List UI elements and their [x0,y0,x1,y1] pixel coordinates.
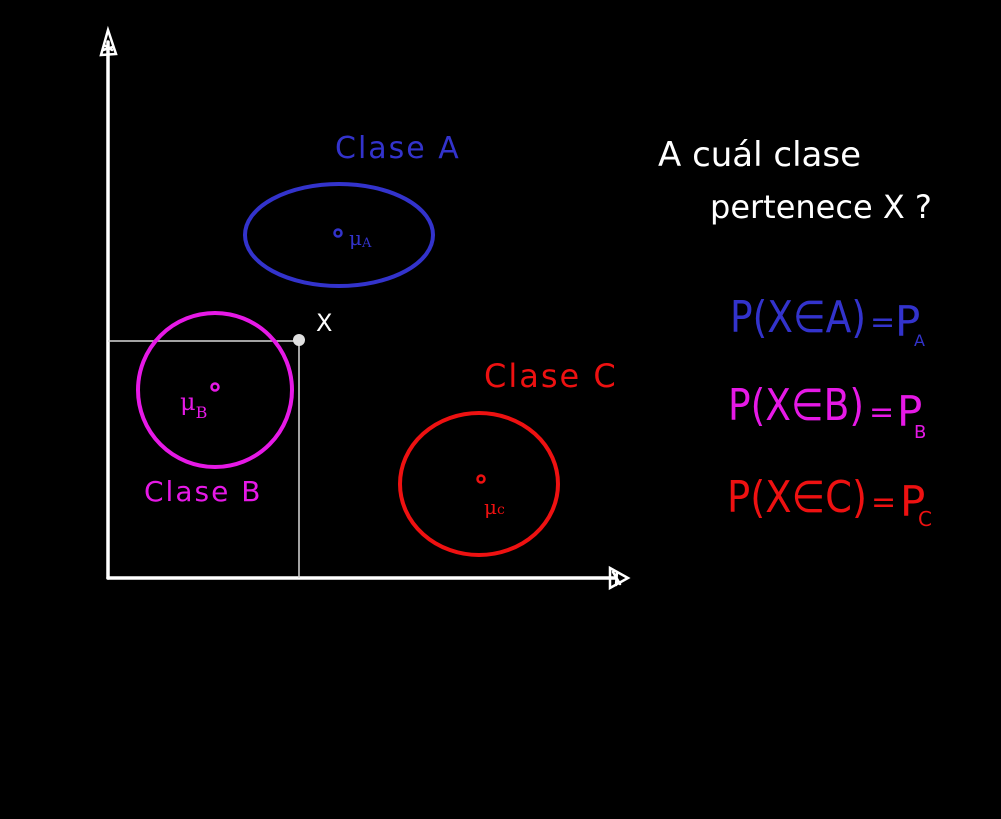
equation-a-equals: = [870,305,895,340]
class-b-mean-dot [210,382,220,392]
mu-a-subscript: A [361,236,372,251]
class-b-circle [136,311,294,469]
class-a-mean-dot [333,228,343,238]
class-c-label: Clase C [484,357,618,395]
class-a-group: μA Clase A [243,131,461,288]
mu-c-subscript: c [497,502,505,518]
equation-a-lhs: P(X∈A) [730,292,866,343]
class-a-mean-label: μA [349,226,372,251]
mu-a-symbol: μ [349,226,362,250]
class-c-ellipse [398,411,560,557]
class-c-mean-label: μc [484,495,505,519]
x-axis-arrow-icon [608,565,631,591]
y-axis-arrow-icon [99,25,118,57]
equation-b-subscript: B [914,422,926,443]
mu-c-symbol: μ [484,495,497,519]
equation-c: P(X∈C) = P C [727,472,932,531]
equation-a: P(X∈A) = P A [730,292,925,350]
class-b-group: μB Clase B [136,311,294,508]
mu-b-subscript: B [196,403,208,422]
class-c-mean-dot [476,474,486,484]
class-b-mean-label: μB [180,388,207,422]
question-line-1: A cuál clase [658,135,861,175]
equation-b-rhs: P [897,387,922,436]
equation-b-lhs: P(X∈B) [728,380,864,431]
point-x-guides [108,340,300,578]
equation-c-equals: = [871,485,896,520]
class-b-label: Clase B [144,475,262,508]
equation-b-equals: = [869,395,894,430]
equation-c-lhs: P(X∈C) [727,472,867,523]
mu-b-symbol: μ [180,388,196,416]
class-a-ellipse [243,182,435,288]
class-c-group: μc Clase C [398,357,618,557]
equation-c-rhs: P [900,477,925,526]
point-x-marker [293,334,305,346]
equation-a-subscript: A [914,331,925,350]
question-block: A cuál clase pertenece X ? [658,135,932,226]
axes [99,25,631,591]
equation-b: P(X∈B) = P B [728,380,926,443]
class-a-label: Clase A [335,131,461,166]
point-x-label: X [316,309,332,337]
equation-c-subscript: C [918,507,932,531]
question-line-2: pertenece X ? [710,188,932,226]
equation-a-rhs: P [895,297,920,346]
